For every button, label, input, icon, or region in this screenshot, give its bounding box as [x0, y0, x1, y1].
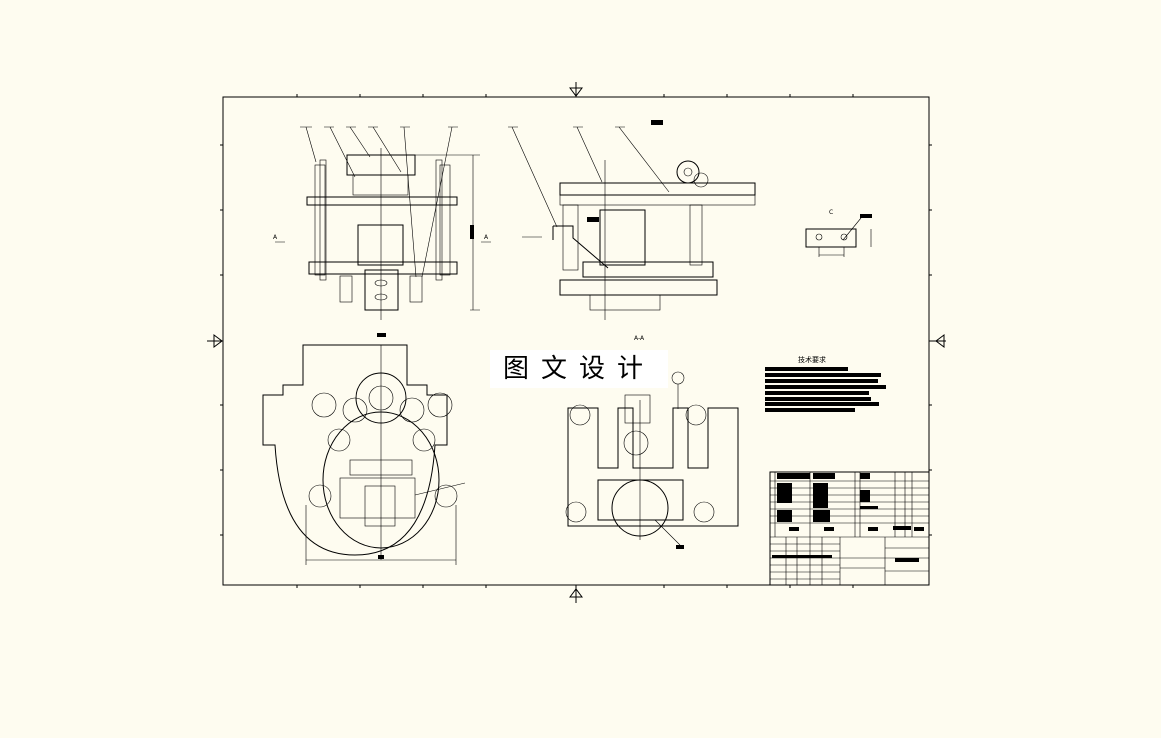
front-view — [275, 126, 491, 320]
title-block — [769, 471, 930, 586]
technical-requirements-text — [765, 367, 886, 412]
side-view — [508, 120, 756, 320]
centering-arrows — [207, 82, 946, 603]
top-view — [262, 333, 466, 565]
detail-view-c — [805, 214, 872, 257]
view-marker: C — [829, 209, 834, 216]
border-ticks — [220, 94, 932, 588]
watermark: 图文设计 — [490, 350, 668, 388]
section-a-a-view — [565, 371, 739, 549]
section-marker-left: A — [273, 234, 278, 241]
technical-requirements-title: 技术要求 — [798, 356, 826, 364]
section-marker-right: A — [484, 234, 489, 241]
section-label: A-A — [634, 335, 645, 342]
